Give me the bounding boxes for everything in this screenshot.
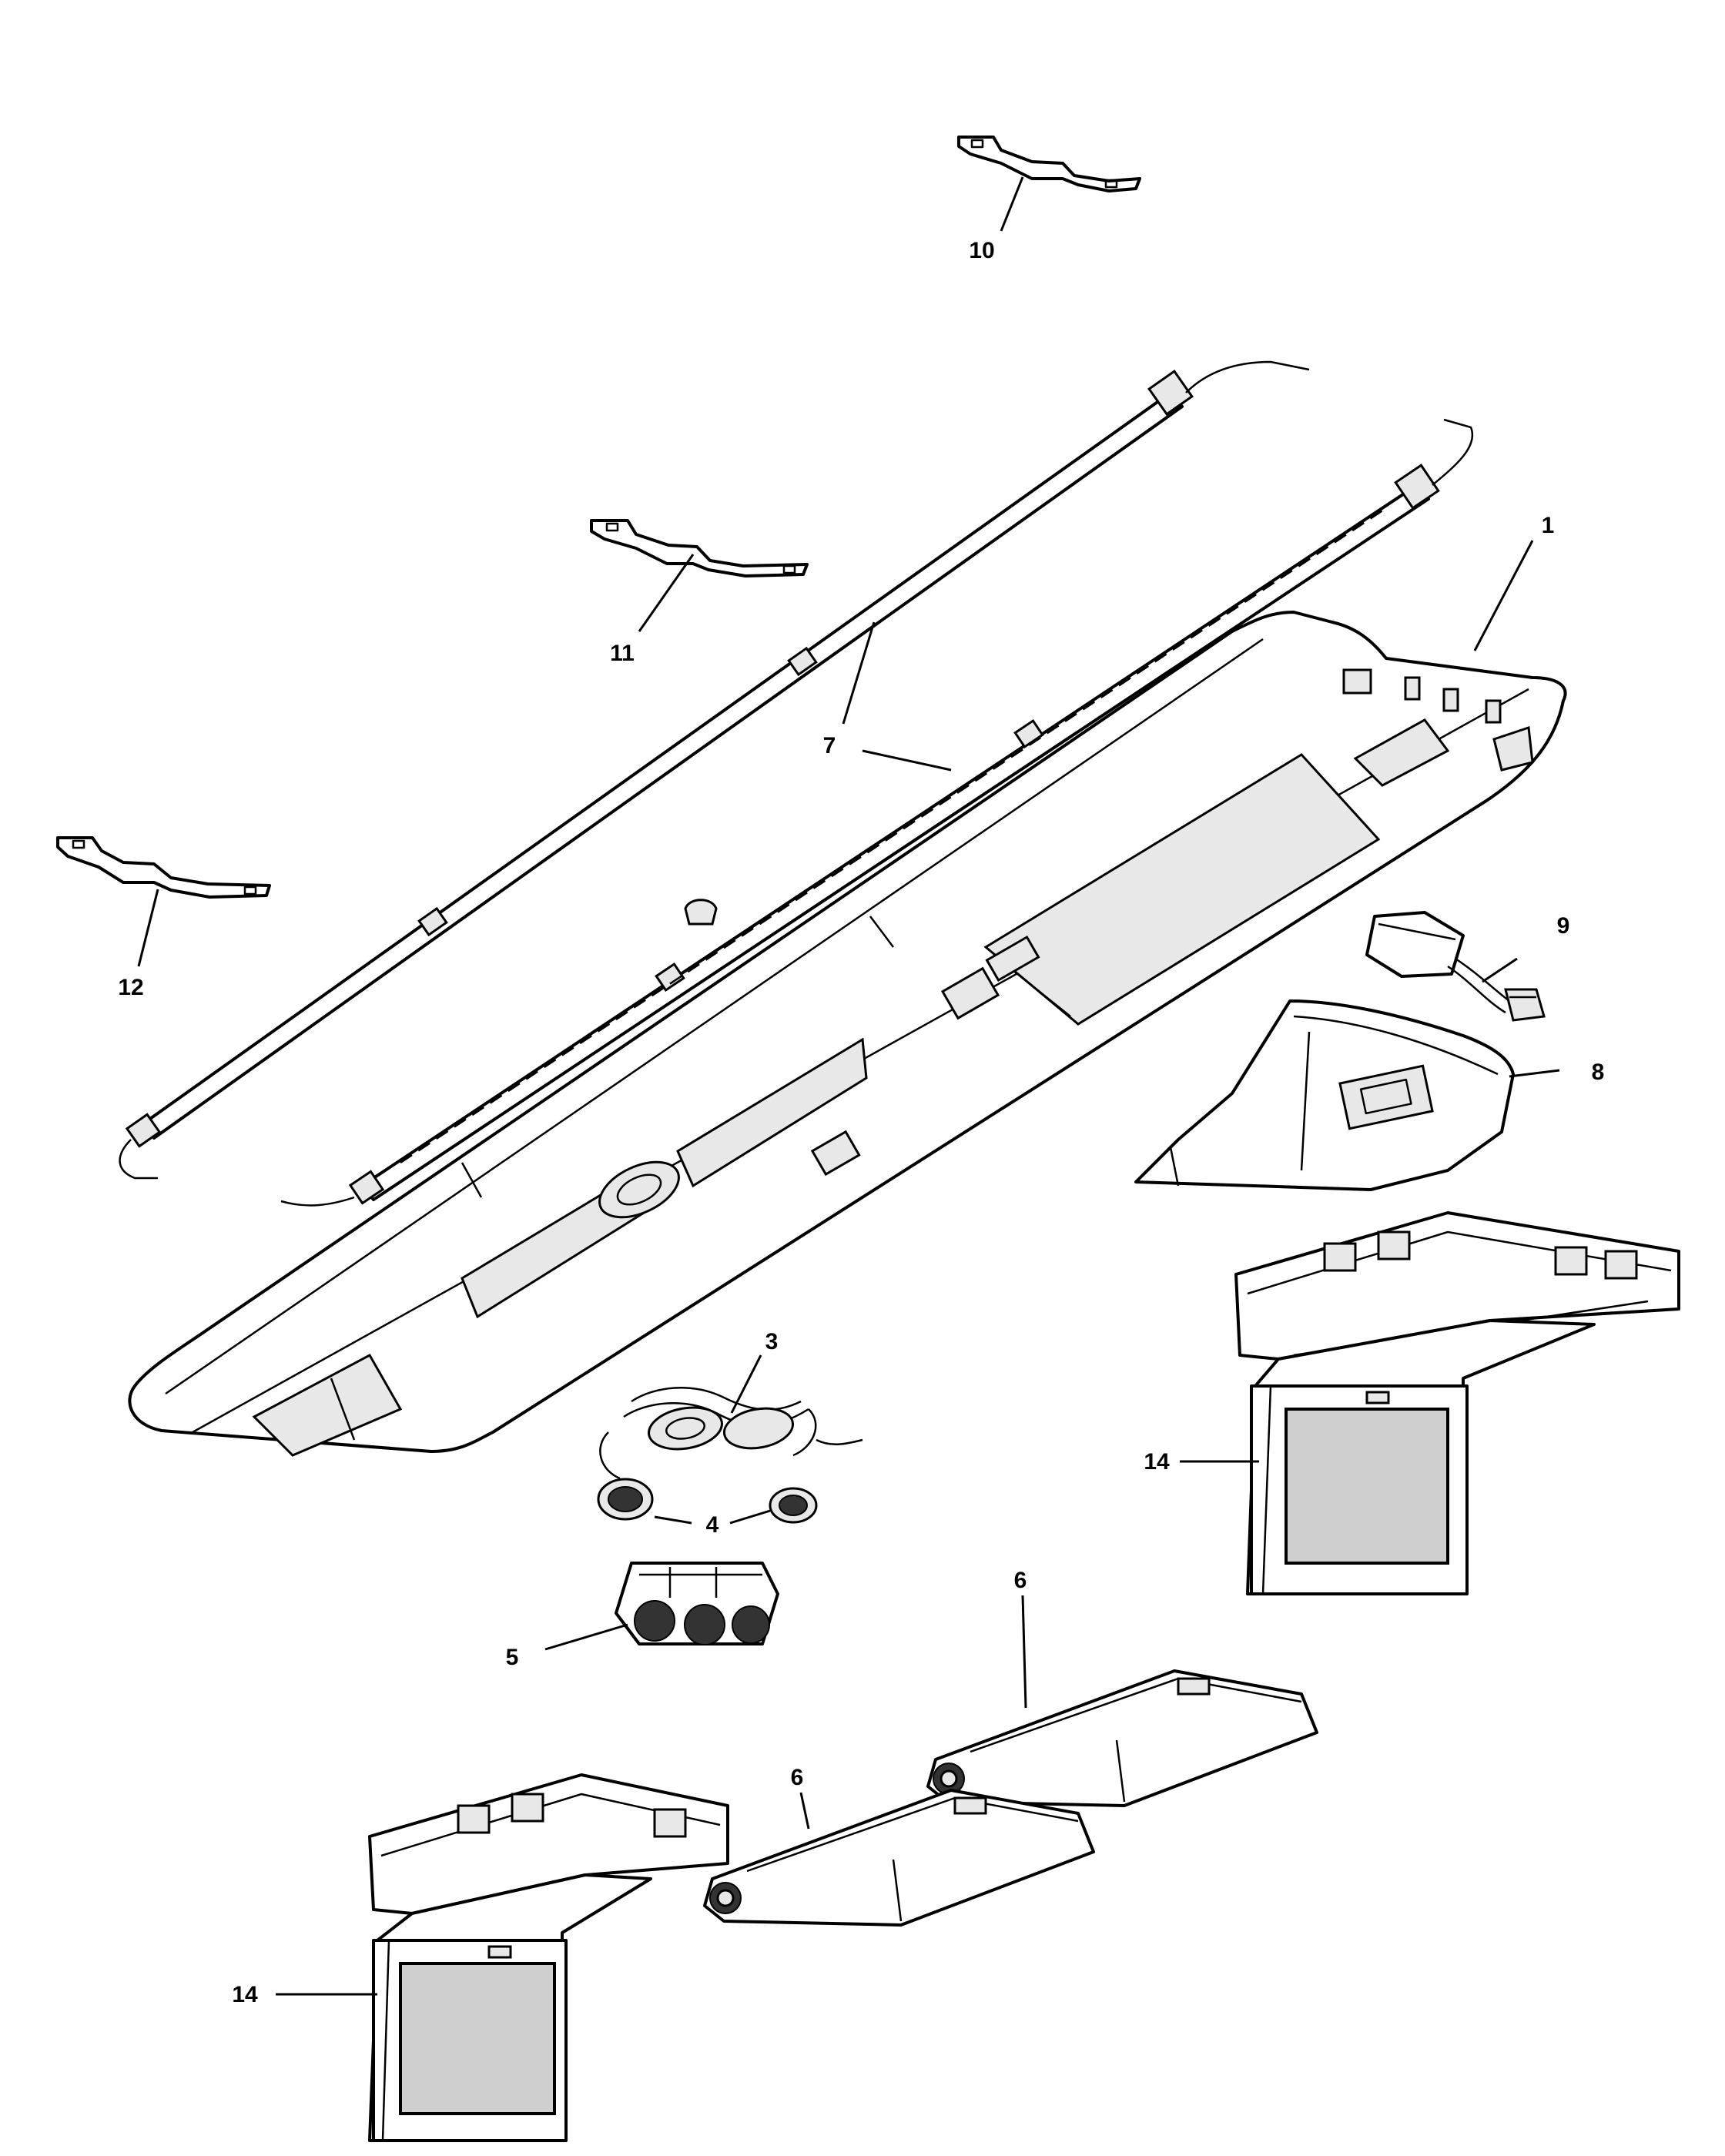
dvd-unit-6-upper bbox=[926, 1669, 1318, 1807]
callout-12: 12 bbox=[118, 975, 143, 1000]
callout-3: 3 bbox=[765, 1329, 779, 1354]
bracket-10 bbox=[957, 136, 1141, 192]
callout-11: 11 bbox=[610, 641, 635, 666]
dvd-unit-6-lower bbox=[703, 1789, 1095, 1927]
callout-14-upper: 14 bbox=[1144, 1449, 1170, 1475]
callout-6-upper: 6 bbox=[1014, 1568, 1027, 1593]
callout-7: 7 bbox=[823, 733, 836, 758]
monitor-14-lower bbox=[368, 1773, 729, 2142]
bracket-11 bbox=[590, 519, 809, 578]
module-9 bbox=[1365, 911, 1546, 1022]
callout-6-lower: 6 bbox=[791, 1765, 804, 1790]
speaker-harness-3 bbox=[599, 1387, 863, 1480]
monitor-14-upper bbox=[1234, 1211, 1680, 1595]
callout-1: 1 bbox=[1542, 513, 1555, 538]
callout-labels: 10 11 12 7 1 9 8 3 4 5 6 6 14 14 bbox=[118, 238, 1604, 2007]
callout-14-lower: 14 bbox=[232, 1982, 258, 2007]
bracket-12 bbox=[56, 836, 271, 899]
callout-10: 10 bbox=[969, 238, 994, 263]
overhead-console-1 bbox=[128, 611, 1567, 1457]
control-module-5 bbox=[615, 1562, 779, 1645]
wire-harness-7 bbox=[119, 360, 1474, 1207]
trim-panel-8 bbox=[1134, 999, 1515, 1191]
callout-4: 4 bbox=[706, 1512, 719, 1538]
callout-9: 9 bbox=[1557, 913, 1570, 939]
leader-lines bbox=[137, 176, 1560, 1996]
speakers-4 bbox=[597, 1478, 818, 1524]
callout-8: 8 bbox=[1592, 1060, 1605, 1085]
callout-5: 5 bbox=[506, 1645, 519, 1670]
